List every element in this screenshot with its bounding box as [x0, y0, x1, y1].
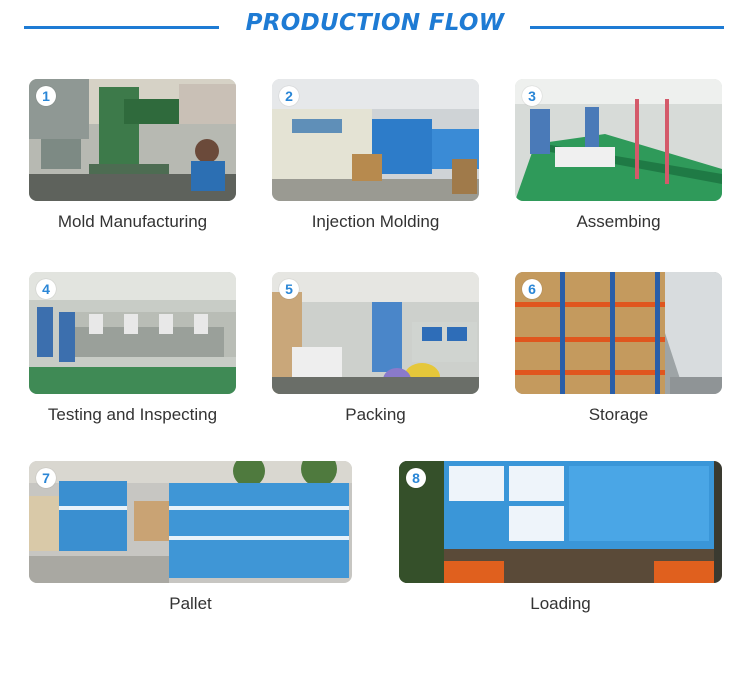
step-number-badge: 7 [36, 468, 56, 488]
step-storage: 6 Storage [515, 272, 722, 432]
injection-molding-photo [272, 79, 479, 201]
storage-photo [515, 272, 722, 394]
testing-and-inspecting-photo [29, 272, 236, 394]
step-number-badge: 1 [36, 86, 56, 106]
step-assembing: 3 Assembing [515, 79, 722, 239]
step-number-badge: 8 [406, 468, 426, 488]
title-rule-right [530, 26, 724, 29]
step-label: Injection Molding [311, 212, 440, 231]
step-label: Loading [530, 594, 591, 613]
step-number-badge: 3 [522, 86, 542, 106]
packing-photo [272, 272, 479, 394]
step-testing-and-inspecting: 4 Testing and Inspecting [29, 272, 236, 432]
step-label: Packing [345, 405, 406, 424]
step-number-badge: 5 [279, 279, 299, 299]
pallet-photo [29, 461, 352, 583]
step-label: Testing and Inspecting [47, 405, 218, 424]
page-title: PRODUCTION FLOW [245, 10, 505, 36]
step-label: Pallet [169, 594, 212, 613]
step-label: Mold Manufacturing [57, 212, 208, 231]
title-rule-left [24, 26, 219, 29]
step-pallet: 7 Pallet [29, 461, 352, 621]
assembing-photo [515, 79, 722, 201]
step-label: Assembing [576, 212, 661, 231]
step-loading: 8 Loading [399, 461, 722, 621]
step-number-badge: 6 [522, 279, 542, 299]
step-label: Storage [588, 405, 649, 424]
step-mold-manufacturing: 1 Mold Manufacturing [29, 79, 236, 239]
loading-photo [399, 461, 722, 583]
mold-manufacturing-photo [29, 79, 236, 201]
step-injection-molding: 2 Injection Molding [272, 79, 479, 239]
step-number-badge: 4 [36, 279, 56, 299]
step-packing: 5 Packing [272, 272, 479, 432]
step-number-badge: 2 [279, 86, 299, 106]
